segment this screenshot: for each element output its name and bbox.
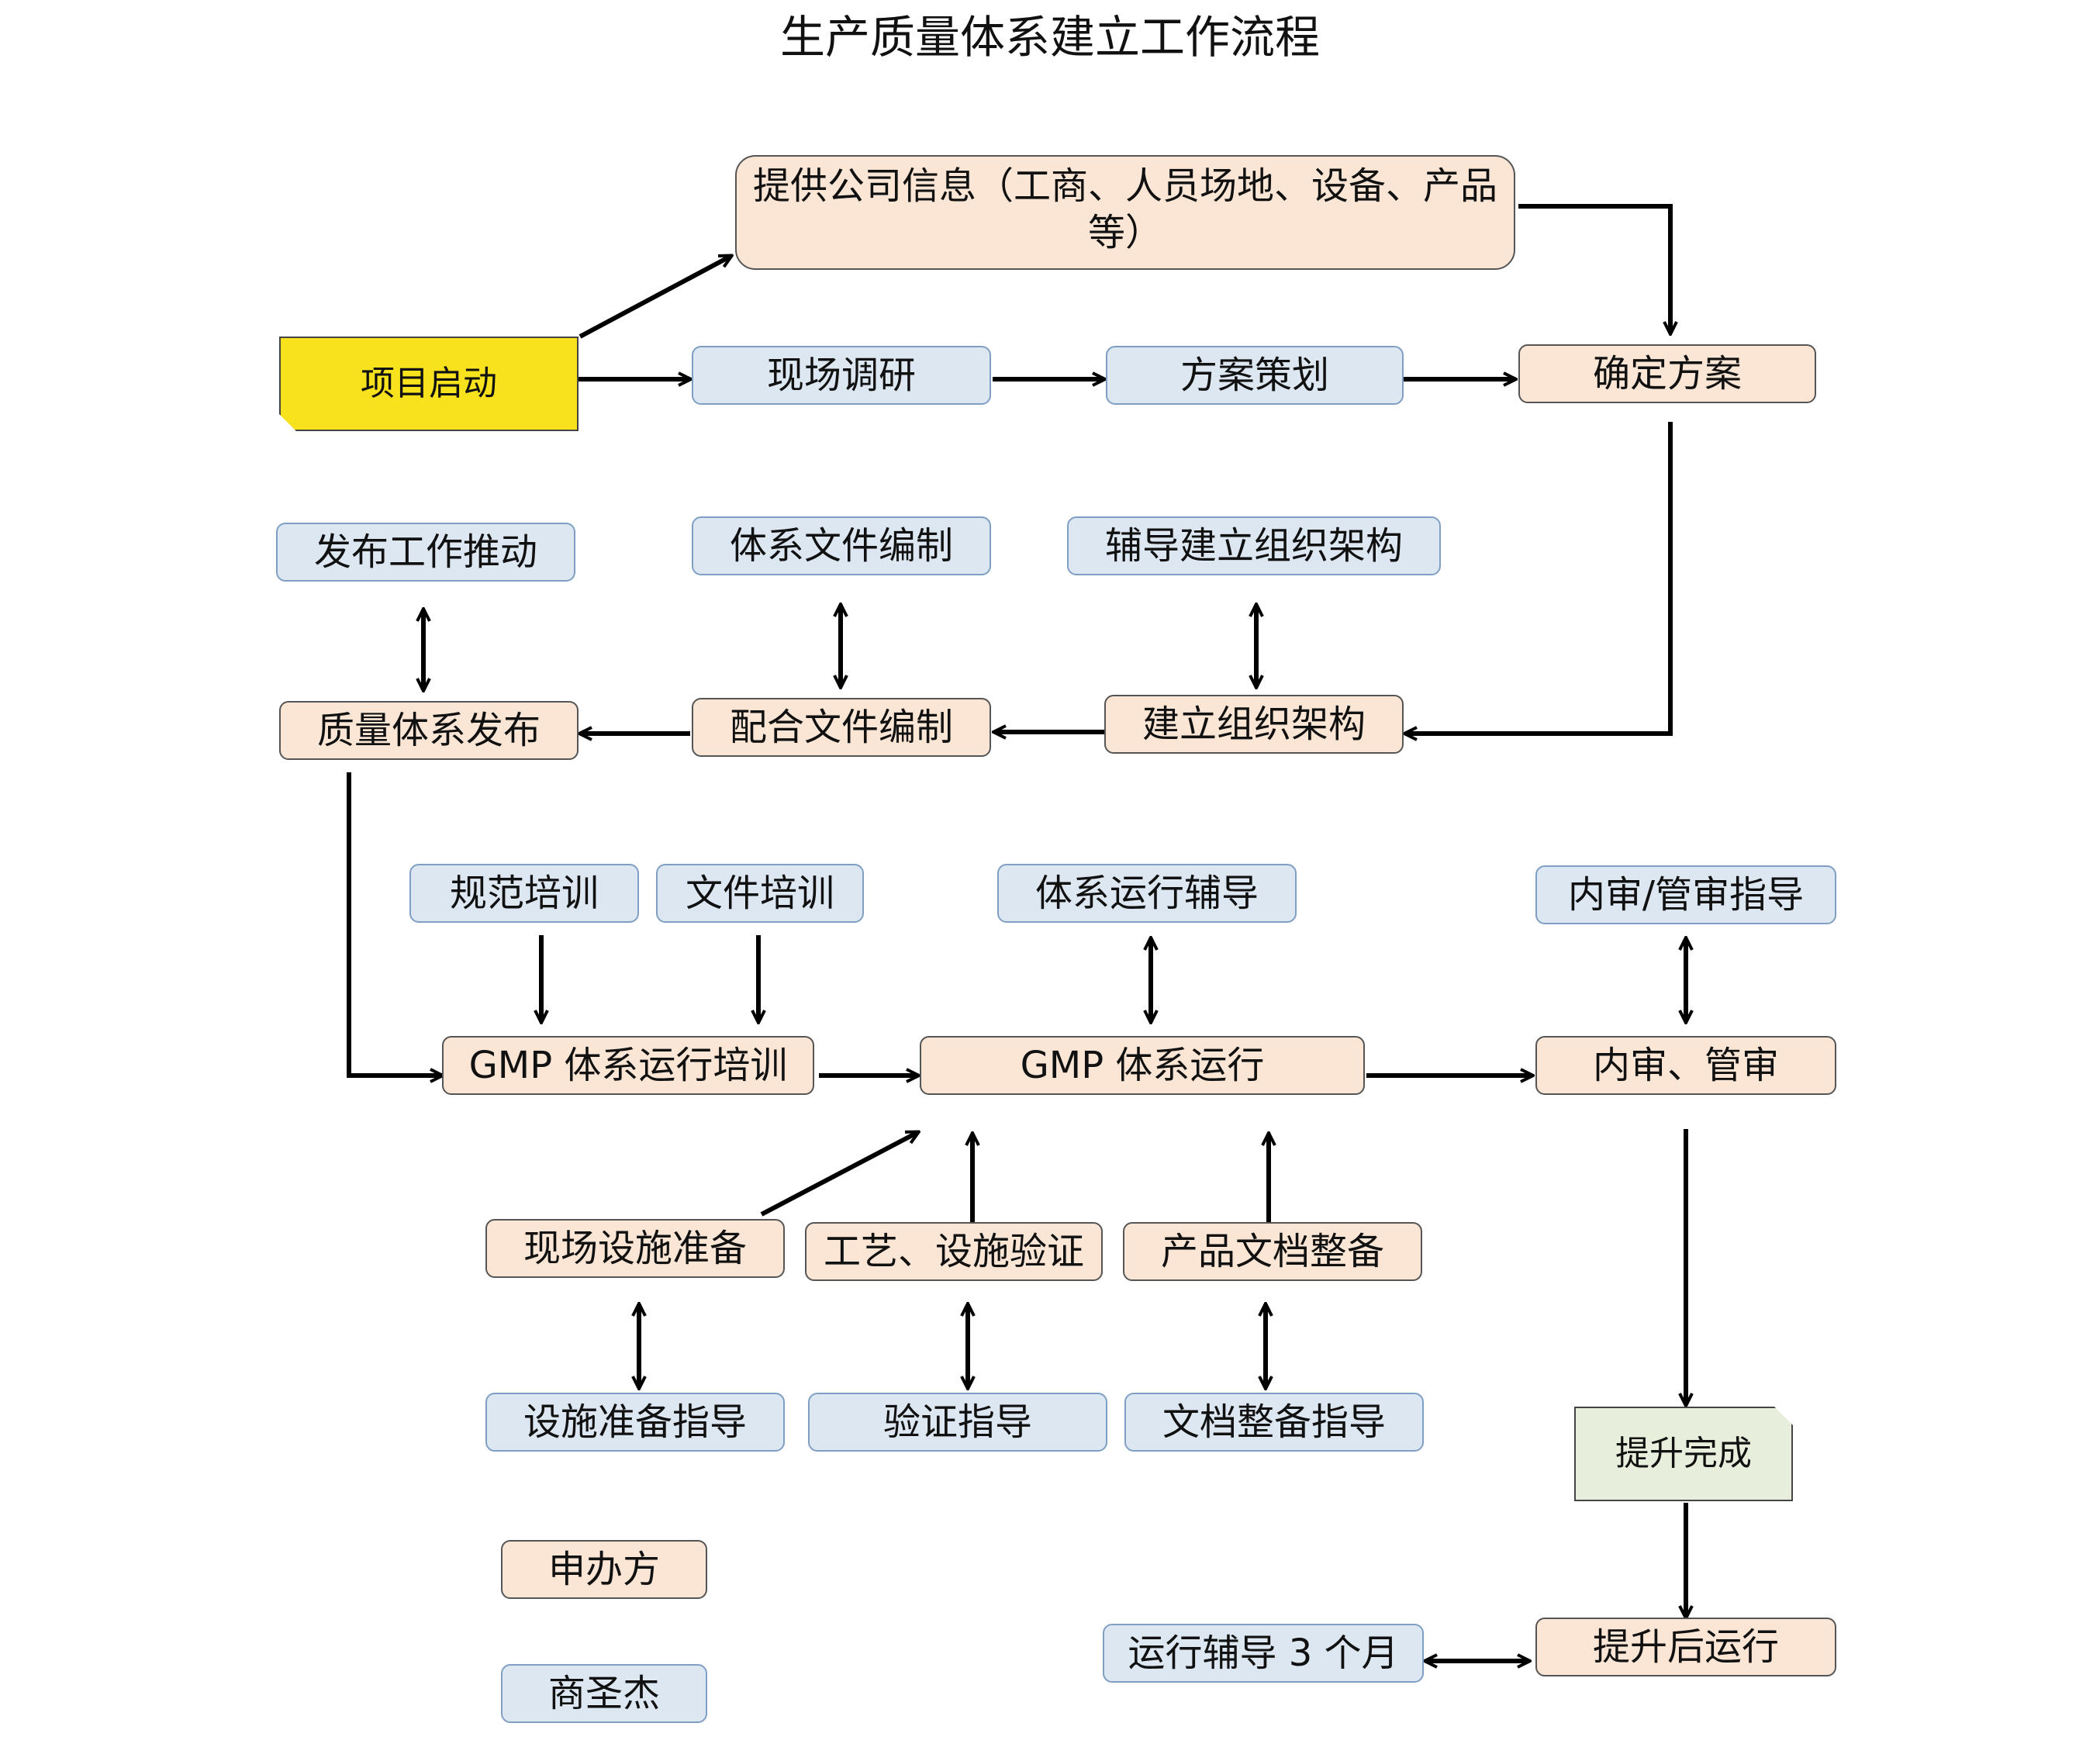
node-facility-guide: 设施准备指导	[485, 1393, 785, 1452]
node-site-survey: 现场调研	[692, 346, 991, 405]
node-verify-guide: 验证指导	[808, 1393, 1107, 1452]
node-validation: 工艺、设施验证	[805, 1222, 1103, 1281]
legend-applicant: 申办方	[501, 1540, 707, 1599]
node-org-guide: 辅导建立组织架构	[1067, 516, 1441, 575]
node-doc-compile: 体系文件编制	[692, 516, 991, 575]
edge-siteprep-gmprun	[760, 1130, 918, 1217]
node-run-guide: 体系运行辅导	[997, 864, 1297, 923]
node-scheme-planning: 方案策划	[1106, 346, 1404, 405]
node-run-guide-3-months: 运行辅导 3 个月	[1103, 1624, 1424, 1683]
legend-provider: 商圣杰	[501, 1664, 707, 1723]
edge-qspublish-gmptraining	[347, 772, 442, 1076]
node-org-build: 建立组织架构	[1104, 695, 1404, 754]
node-confirm-scheme: 确定方案	[1518, 344, 1816, 403]
node-post-upgrade-run: 提升后运行	[1535, 1618, 1836, 1676]
node-upgrade-complete: 提升完成	[1574, 1407, 1793, 1501]
edge-start-info	[579, 254, 731, 339]
node-product-docs: 产品文档整备	[1123, 1222, 1422, 1281]
node-doc-assist: 配合文件编制	[692, 698, 991, 757]
diagram-title: 生产质量体系建立工作流程	[779, 11, 1320, 64]
node-company-info: 提供公司信息（工商、人员场地、设备、产品等）	[735, 155, 1515, 270]
node-audit: 内审、管审	[1535, 1036, 1836, 1095]
node-site-prep: 现场设施准备	[485, 1219, 785, 1278]
node-doc-guide: 文档整备指导	[1124, 1393, 1424, 1452]
node-gmp-training: GMP 体系运行培训	[442, 1036, 814, 1095]
node-gmp-run: GMP 体系运行	[920, 1036, 1365, 1095]
edge-confirm-org	[1405, 422, 1673, 734]
node-std-training: 规范培训	[409, 864, 639, 923]
node-publish-promote: 发布工作推动	[276, 523, 575, 582]
node-file-training: 文件培训	[656, 864, 864, 923]
edge-info-confirm	[1518, 204, 1670, 333]
node-audit-guide: 内审/管审指导	[1535, 865, 1836, 924]
node-project-start: 项目启动	[279, 337, 579, 431]
node-qs-publish: 质量体系发布	[279, 701, 579, 760]
